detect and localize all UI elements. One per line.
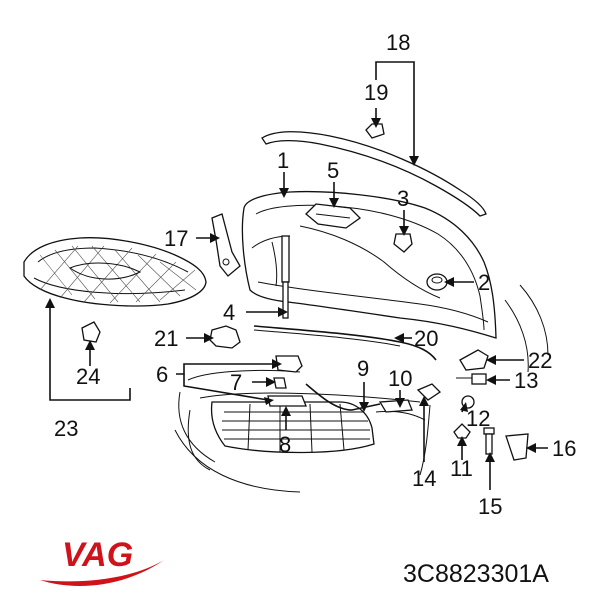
callout-13: 13 — [514, 368, 538, 393]
vag-logo: VAG — [40, 536, 164, 586]
hood-latch-handle — [275, 355, 303, 373]
callout-15: 15 — [478, 494, 502, 519]
release-cable — [253, 325, 437, 361]
adjuster-screw — [456, 373, 487, 385]
support-bracket — [505, 433, 529, 461]
callout-5: 5 — [327, 158, 339, 183]
seal-clip — [365, 123, 385, 139]
car-body-outline — [174, 284, 549, 493]
callout-14: 14 — [412, 466, 436, 491]
callout-17: 17 — [164, 226, 188, 251]
callout-21: 21 — [154, 326, 178, 351]
safety-catch — [416, 383, 442, 401]
callout-22: 22 — [528, 348, 552, 373]
callout-19: 19 — [364, 80, 388, 105]
bump-stop — [393, 233, 413, 253]
callout-2: 2 — [478, 270, 490, 295]
release-lever-bracket — [209, 325, 241, 349]
hood-seal-strip — [261, 131, 487, 217]
callout-labels: 18 19 1 5 3 2 17 4 21 20 22 6 9 7 10 13 … — [54, 30, 576, 519]
callout-16: 16 — [552, 436, 576, 461]
latch-bracket — [267, 395, 307, 407]
hood-insulation-pad — [23, 237, 207, 307]
callout-24: 24 — [76, 364, 100, 389]
callout-12: 12 — [466, 406, 490, 431]
cable-clip — [453, 423, 471, 439]
callout-10: 10 — [388, 366, 412, 391]
arrowheads — [45, 118, 536, 462]
callout-6: 6 — [156, 362, 168, 387]
callout-20: 20 — [414, 326, 438, 351]
callout-8: 8 — [279, 432, 291, 457]
callout-23: 23 — [54, 416, 78, 441]
callout-4: 4 — [223, 300, 235, 325]
latch-rod — [305, 383, 381, 411]
hood-striker — [459, 349, 489, 371]
callout-7: 7 — [230, 370, 242, 395]
pad-clip — [81, 321, 101, 343]
callout-9: 9 — [357, 356, 369, 381]
hood-prop-rod — [281, 235, 290, 319]
vag-logo-swoosh — [40, 560, 164, 586]
rubber-buffer — [426, 273, 448, 291]
part-number: 3C8823301A — [403, 560, 549, 588]
callout-18: 18 — [386, 30, 410, 55]
vag-logo-text: VAG — [62, 536, 133, 574]
retaining-clip — [273, 377, 287, 389]
callout-1: 1 — [277, 148, 289, 173]
bolt — [483, 427, 495, 455]
callout-11: 11 — [450, 456, 473, 481]
hood-latch — [378, 399, 413, 413]
hood-hinge-cover — [305, 203, 362, 229]
callout-3: 3 — [397, 186, 409, 211]
hood-panel — [241, 191, 497, 339]
hood-hinge — [211, 213, 241, 277]
grille — [210, 401, 426, 454]
